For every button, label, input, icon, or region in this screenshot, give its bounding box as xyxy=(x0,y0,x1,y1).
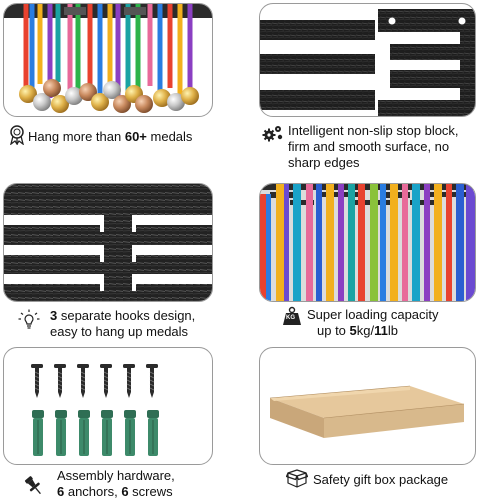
stop-block-caption: Intelligent non-slip stop block, firm an… xyxy=(288,123,478,171)
anchor-icon xyxy=(147,410,159,456)
anchor-icon xyxy=(124,410,136,456)
hooks-caption: 3 separate hooks design, easy to hang up… xyxy=(50,308,195,340)
screw-icon xyxy=(123,364,135,398)
loaded-rack-photo xyxy=(259,183,476,302)
hooks-design-photo xyxy=(3,183,213,302)
caption-line: Assembly hardware, xyxy=(57,468,175,483)
medal-rack-photo xyxy=(3,3,213,117)
gift-box-photo xyxy=(259,347,476,465)
anchor-icon xyxy=(101,410,113,456)
capacity-caption: Super loading capacity up to 5kg/11lb xyxy=(307,307,439,339)
gift-box-caption: Safety gift box package xyxy=(313,472,449,487)
weight-label: KG xyxy=(286,315,295,321)
caption-line: Intelligent non-slip stop block, xyxy=(288,123,459,138)
stop-block-closeup-photo xyxy=(259,3,476,117)
hardware-photo xyxy=(3,347,213,465)
caption-line: Super loading capacity xyxy=(307,307,439,322)
caption-line: firm and smooth surface, no xyxy=(288,139,450,154)
screw-icon xyxy=(100,364,112,398)
caption-line: up to 5kg/11lb xyxy=(317,323,398,338)
box-icon xyxy=(286,469,308,489)
caption-line: easy to hang up medals xyxy=(50,324,189,339)
screw-icon xyxy=(146,364,158,398)
screw-icon xyxy=(31,364,43,398)
medal-icon xyxy=(8,125,26,145)
medals-caption: Hang more than 60+ medals xyxy=(28,129,193,144)
screw-icon xyxy=(77,364,89,398)
lightbulb-icon xyxy=(18,309,40,329)
gears-icon xyxy=(262,124,284,142)
anchor-icon xyxy=(32,410,44,456)
pushpin-icon xyxy=(24,475,44,497)
caption-line: 6 anchors, 6 screws xyxy=(57,484,173,499)
caption-line: sharp edges xyxy=(288,155,360,170)
screw-icon xyxy=(54,364,66,398)
anchor-icon xyxy=(78,410,90,456)
caption-line: 3 separate hooks design, xyxy=(50,308,196,323)
hardware-caption: Assembly hardware, 6 anchors, 6 screws xyxy=(57,468,175,500)
anchor-icon xyxy=(55,410,67,456)
weight-icon: KG xyxy=(282,306,302,326)
